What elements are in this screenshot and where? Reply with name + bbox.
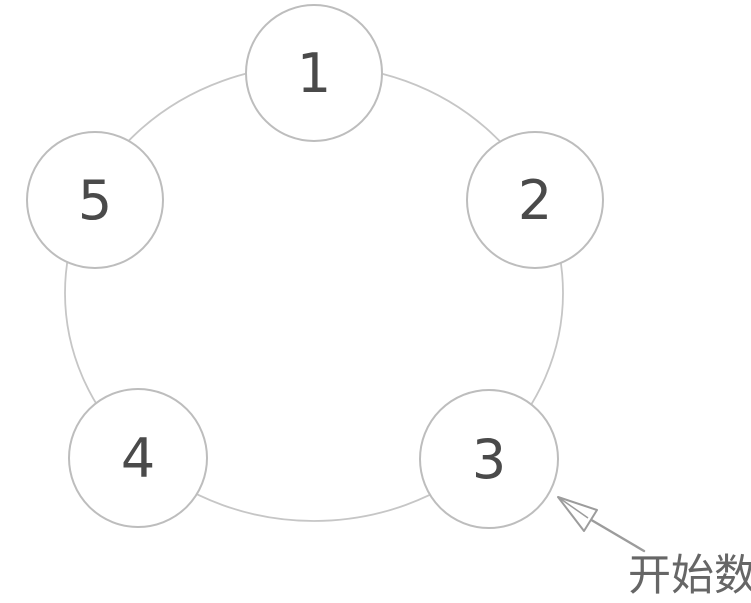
node-4-label: 4 (121, 427, 155, 490)
node-1-label: 1 (297, 42, 331, 105)
arrow-shaft (586, 516, 646, 553)
node-2: 2 (466, 131, 604, 269)
node-2-circle (466, 131, 604, 269)
node-5-label: 5 (78, 169, 112, 232)
node-4-circle (68, 388, 208, 528)
annotation-start-label: 开始数 (628, 551, 751, 601)
start-arrow (557, 496, 646, 553)
arrow-head (557, 496, 598, 532)
node-4: 4 (68, 388, 208, 528)
node-2-label: 2 (518, 169, 552, 232)
node-3-circle (419, 389, 559, 529)
node-3-label: 3 (472, 428, 506, 491)
node-5-circle (26, 131, 164, 269)
arrow-head-fold-line (557, 496, 589, 519)
node-5: 5 (26, 131, 164, 269)
node-3: 3 (419, 389, 559, 529)
node-1-circle (245, 4, 383, 142)
node-1: 1 (245, 4, 383, 142)
